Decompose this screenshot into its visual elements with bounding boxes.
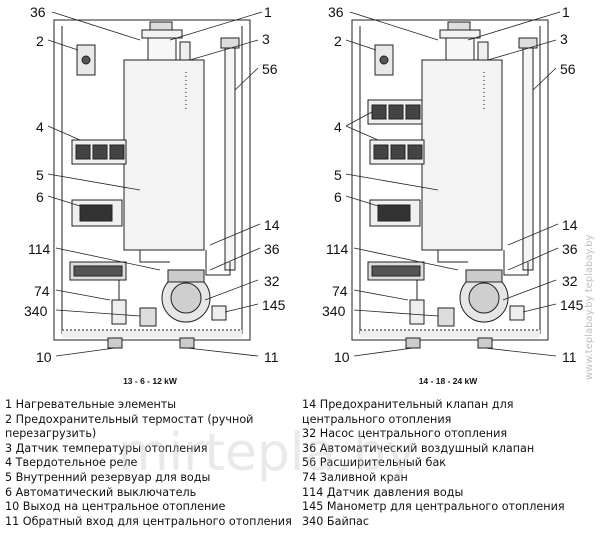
- legend-item: 32 Насос центрального отопления: [302, 427, 508, 441]
- left-callout-145: 145: [262, 297, 286, 313]
- left-callout-2: 2: [36, 33, 44, 49]
- legend-item: 6 Автоматический выключатель: [5, 485, 197, 499]
- side-watermark: www.teplabay.by teplabay.by: [584, 234, 595, 380]
- right-callout-5: 5: [334, 167, 342, 183]
- right-callout-340: 340: [322, 303, 346, 319]
- left-callout-11: 11: [264, 349, 279, 365]
- right-callout-1: 1: [562, 4, 570, 20]
- legend-item: 3 Датчик температуры отопления: [5, 441, 208, 455]
- left-boiler-drawing: [53, 19, 251, 349]
- legend-item: 56 Расширительный бак: [302, 456, 447, 470]
- legend-item: 4 Твердотельное реле: [5, 456, 138, 470]
- right-boiler-drawing: [351, 19, 549, 349]
- left-leader-lines: [47, 11, 263, 357]
- right-callout-4: 4: [334, 119, 342, 135]
- right-callout-36: 36: [328, 4, 344, 20]
- legend-item: 10 Выход на центральное отопление: [5, 500, 226, 514]
- left-callout-6: 6: [36, 189, 44, 205]
- right-callout-6: 6: [334, 189, 342, 205]
- right-callout-14: 14: [562, 217, 578, 233]
- left-callout-32: 32: [264, 273, 280, 289]
- right-callout-3: 3: [560, 31, 568, 47]
- boiler-diagrams: 36 1 2 3 56 4 5 6 14 114 36 74 32 340 14…: [24, 4, 595, 386]
- legend-item: 1 Нагревательные элементы: [5, 398, 177, 411]
- left-diagram-caption: 13 - 6 - 12 kW: [123, 376, 178, 386]
- legend-item: 11 Обратный вход для центрального отопле…: [5, 514, 292, 528]
- left-diagram: 36 1 2 3 56 4 5 6 14 114 36 74 32 340 14…: [24, 4, 286, 386]
- legend: 1 Нагревательные элементы 2 Предохраните…: [5, 398, 597, 536]
- left-callout-14: 14: [264, 217, 280, 233]
- right-callout-145: 145: [560, 297, 584, 313]
- left-callout-340: 340: [24, 303, 48, 319]
- left-callout-3: 3: [262, 31, 270, 47]
- left-callout-10: 10: [36, 349, 52, 365]
- right-callout-36b: 36: [562, 241, 578, 257]
- right-callout-2: 2: [334, 33, 342, 49]
- left-callout-4: 4: [36, 119, 44, 135]
- left-callout-56: 56: [262, 61, 278, 77]
- right-diagram-caption: 14 - 18 - 24 kW: [419, 376, 479, 386]
- right-callout-11: 11: [562, 349, 577, 365]
- right-callout-10: 10: [334, 349, 350, 365]
- legend-item: 14 Предохранительный клапан для централь…: [302, 398, 514, 426]
- legend-item: 5 Внутренний резервуар для воды: [5, 470, 211, 484]
- legend-item: 145 Манометр для центрального отопления: [302, 500, 565, 514]
- right-callout-56: 56: [560, 61, 576, 77]
- left-callouts: 36 1 2 3 56 4 5 6 14 114 36 74 32 340 14…: [24, 4, 286, 365]
- left-callout-36: 36: [30, 4, 46, 20]
- right-callout-114: 114: [326, 241, 349, 257]
- legend-item: 340 Байпас: [302, 514, 370, 528]
- legend-right-column: 14 Предохранительный клапан для централь…: [302, 398, 597, 529]
- legend-item: 2 Предохранительный термостат (ручной пе…: [5, 412, 254, 441]
- legend-item: 36 Автоматический воздушный клапан: [302, 441, 535, 455]
- legend-item: 114 Датчик давления воды: [302, 485, 464, 499]
- right-callout-32: 32: [562, 273, 578, 289]
- right-extra-relays: [367, 99, 423, 125]
- left-callout-114: 114: [28, 241, 51, 257]
- right-diagram: 36 1 2 3 56 4 5 6 14 114 36 74 32 340 14…: [322, 4, 584, 386]
- right-callout-74: 74: [332, 283, 348, 299]
- left-callout-36b: 36: [264, 241, 280, 257]
- left-callout-74: 74: [34, 283, 50, 299]
- legend-left-column: 1 Нагревательные элементы 2 Предохраните…: [5, 398, 295, 529]
- left-callout-1: 1: [264, 4, 272, 20]
- right-callouts: 36 1 2 3 56 4 5 6 14 114 36 74 32 340 14…: [322, 4, 584, 365]
- legend-item: 74 Заливной кран: [302, 470, 408, 484]
- right-leader-lines: [345, 11, 561, 357]
- left-callout-5: 5: [36, 167, 44, 183]
